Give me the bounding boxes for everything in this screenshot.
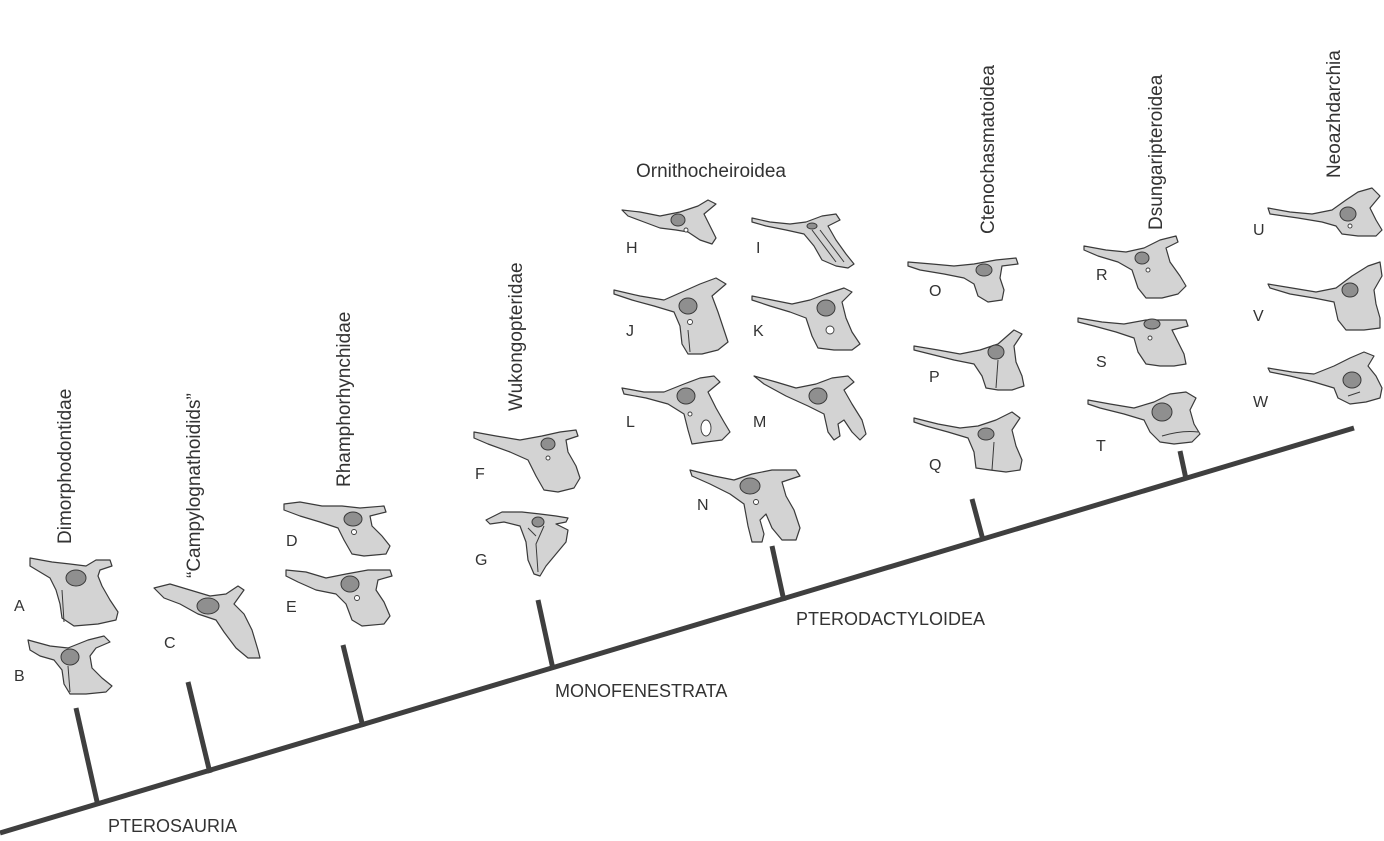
specimen-label-h: H (626, 240, 638, 257)
node-label-monofenestrata: MONOFENESTRATA (555, 681, 727, 701)
specimen-label-c: C (164, 635, 176, 652)
coracoid-illustration-v (1268, 262, 1382, 330)
node-label-pterodactyloidea: PTERODACTYLOIDEA (796, 609, 985, 629)
branch-dsungaripteroidea (1180, 451, 1186, 479)
coracoid-illustration-b (28, 636, 112, 694)
branch-dimorphodontidae (76, 708, 98, 806)
branch-ctenochasmatoidea (972, 499, 983, 540)
specimen-label-o: O (929, 283, 941, 300)
specimen-label-i: I (756, 240, 760, 257)
specimen-label-q: Q (929, 457, 941, 474)
coracoid-illustration-u (1268, 188, 1382, 236)
clade-label-ctenochasmatoidea: Ctenochasmatoidea (978, 65, 999, 234)
coracoid-illustration-l (622, 376, 730, 444)
specimen-label-r: R (1096, 267, 1108, 284)
specimen-label-s: S (1096, 354, 1107, 371)
clade-label-dsungaripteroidea: Dsungaripteroidea (1146, 74, 1167, 230)
branch-rhamphorhynchidae (343, 645, 363, 727)
branch-wukongopteridae (538, 600, 553, 669)
coracoid-illustration-g (486, 512, 568, 576)
specimen-label-w: W (1253, 394, 1269, 411)
clade-label-wukongopteridae: Wukongopteridae (506, 262, 527, 411)
coracoid-illustration-a (30, 558, 118, 626)
coracoid-illustration-f (474, 430, 580, 492)
specimen-label-k: K (753, 323, 764, 340)
coracoid-illustration-h (622, 200, 716, 244)
branch-ornithocheiroidea (772, 546, 784, 601)
coracoid-illustration-d (284, 502, 390, 556)
specimen-label-j: J (626, 323, 634, 340)
coracoid-illustration-j (614, 278, 728, 354)
specimen-label-l: L (626, 414, 635, 431)
coracoid-illustration-s (1078, 318, 1188, 366)
clade-label-ornithocheiroidea: Ornithocheiroidea (636, 161, 786, 182)
specimen-label-e: E (286, 599, 297, 616)
specimen-label-n: N (697, 497, 709, 514)
specimen-label-g: G (475, 552, 487, 569)
coracoid-illustration-o (908, 258, 1018, 302)
specimen-label-a: A (14, 598, 25, 615)
specimen-label-f: F (475, 466, 485, 483)
specimen-label-p: P (929, 369, 940, 386)
specimen-label-u: U (1253, 222, 1265, 239)
clade-label-rhamphorhynchidae: Rhamphorhynchidae (334, 312, 355, 487)
coracoid-illustration-w (1268, 352, 1382, 404)
clade-label-campylognathoidids: “Campylognathoidids” (184, 393, 205, 578)
clade-label-dimorphodontidae: Dimorphodontidae (55, 389, 76, 544)
specimen-label-d: D (286, 533, 298, 550)
specimen-label-t: T (1096, 438, 1106, 455)
coracoid-illustration-i (752, 214, 854, 268)
coracoid-illustration-e (286, 570, 392, 626)
specimen-label-b: B (14, 668, 25, 685)
coracoid-illustration-m (754, 376, 866, 440)
coracoid-illustration-k (752, 288, 860, 350)
specimen-label-v: V (1253, 308, 1264, 325)
node-label-pterosauria: PTEROSAURIA (108, 816, 237, 836)
branch-campylognathoidids (188, 682, 210, 773)
clade-label-neoazhdarchia: Neoazhdarchia (1324, 50, 1345, 178)
specimen-label-m: M (753, 414, 766, 431)
coracoid-illustration-t (1088, 392, 1200, 444)
